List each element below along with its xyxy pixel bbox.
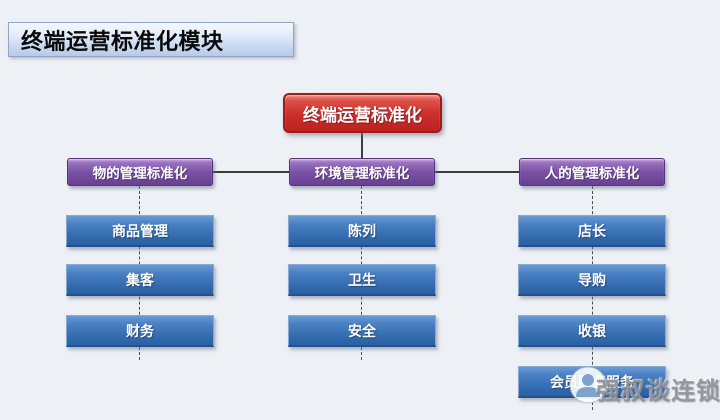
child-node-manager: 店长 [518,215,666,247]
branch-node-environment: 环境管理标准化 [289,158,435,186]
child-node-guide: 导购 [518,264,666,296]
child-node-customers: 集客 [66,264,214,296]
connector-root-vertical [361,133,363,159]
child-node-hygiene: 卫生 [288,264,436,296]
slide-title: 终端运营标准化模块 [21,28,224,54]
child-node-merchandise: 商品管理 [66,215,214,247]
child-node-finance: 财务 [66,315,214,347]
child-node-cashier: 收银 [518,315,666,347]
branch-node-things: 物的管理标准化 [67,158,213,186]
child-node-display: 陈列 [288,215,436,247]
child-node-safety: 安全 [288,315,436,347]
branch-node-people: 人的管理标准化 [519,158,665,186]
slide-title-banner: 终端运营标准化模块 [8,22,294,57]
watermark-text: 强叔谈连锁 [596,378,720,405]
connector-dashed-right [592,186,593,410]
root-node: 终端运营标准化 [283,93,442,133]
person-badge-icon [569,366,607,404]
